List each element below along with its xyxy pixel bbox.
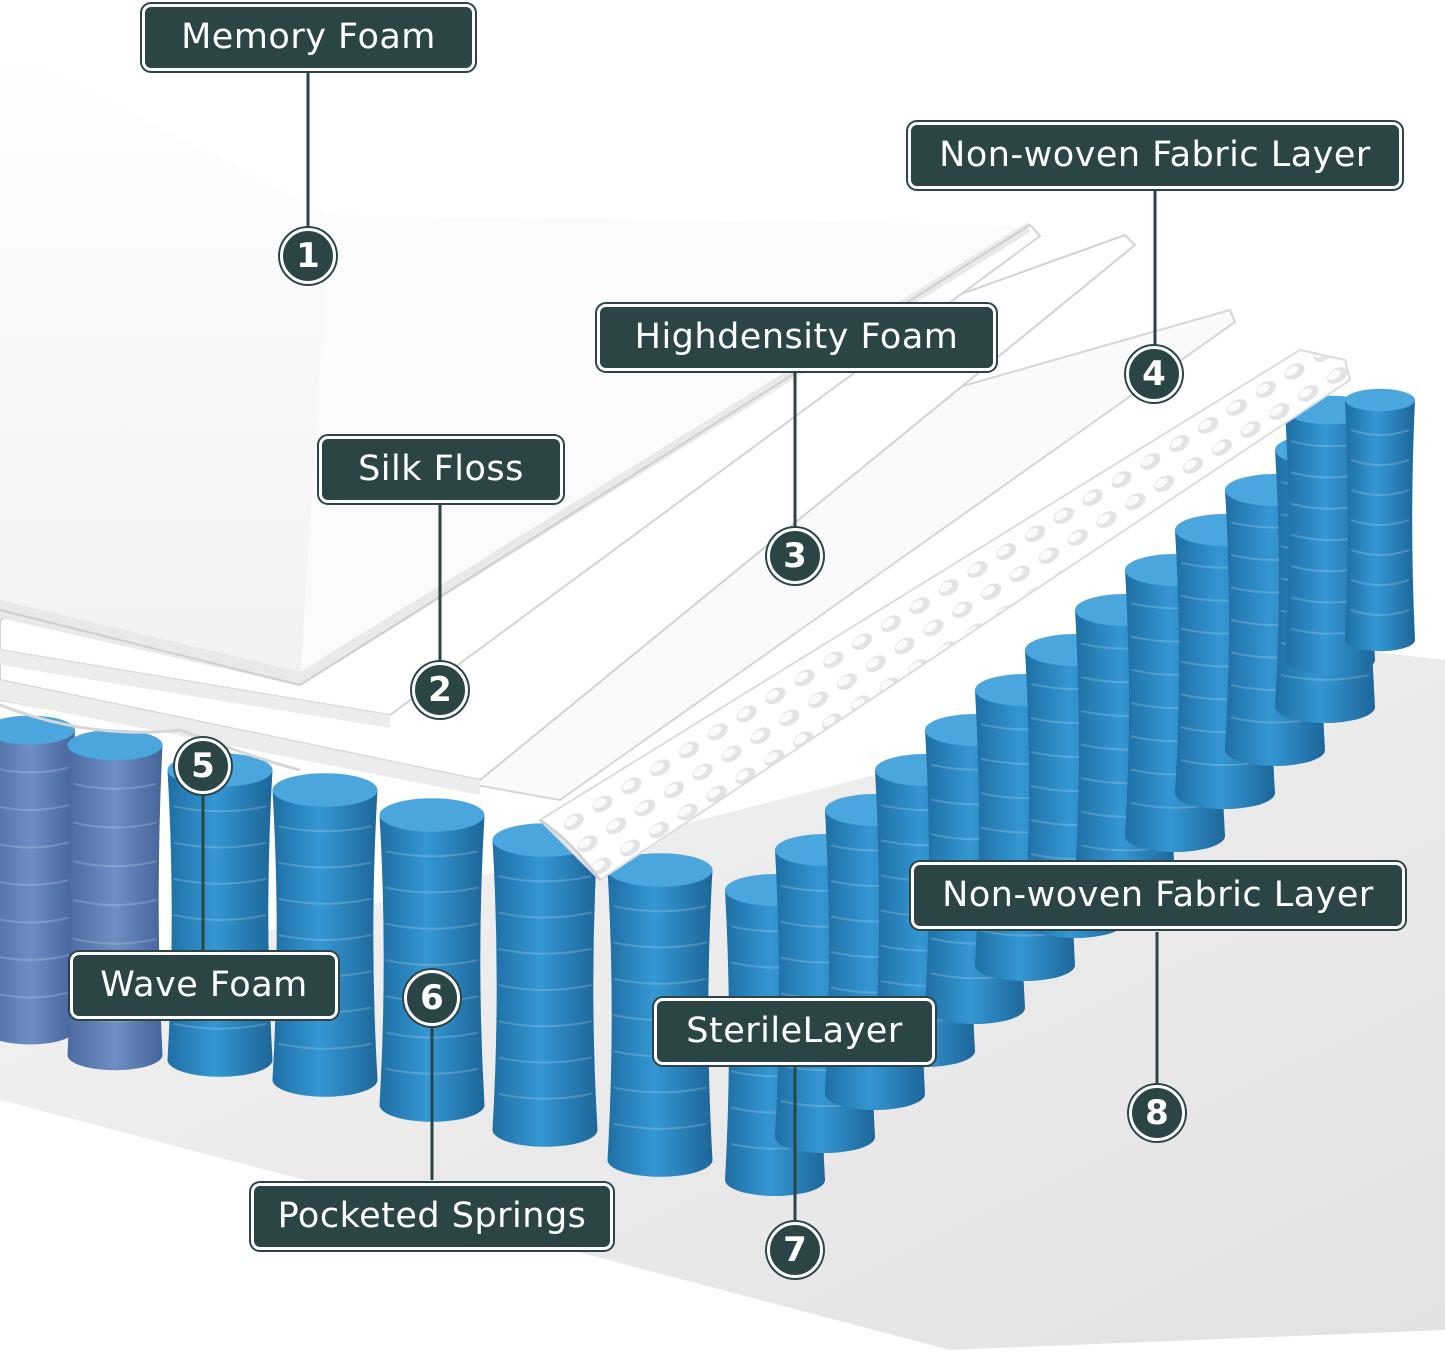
spring-front <box>492 823 598 1147</box>
label-memory-foam: Memory Foam <box>142 4 475 71</box>
spring-back <box>67 729 163 1071</box>
badge-5: 5 <box>175 738 231 794</box>
label-wave-foam: Wave Foam <box>70 952 338 1019</box>
dimpled-foam-layer <box>538 348 1352 882</box>
spring-front <box>272 773 378 1097</box>
label-highdensity-foam: Highdensity Foam <box>597 304 996 371</box>
badge-6: 6 <box>404 970 460 1026</box>
spring-front <box>167 753 273 1077</box>
label-text: Wave Foam <box>100 965 308 1005</box>
label-text: Silk Floss <box>358 449 524 489</box>
label-non-woven-fabric-top: Non-woven Fabric Layer <box>908 122 1402 189</box>
leader-lines <box>201 72 1159 1225</box>
label-text: Pocketed Springs <box>277 1196 587 1236</box>
badge-7: 7 <box>767 1222 823 1278</box>
label-silk-floss: Silk Floss <box>319 436 563 503</box>
label-text: Non-woven Fabric Layer <box>939 135 1371 175</box>
label-text: Memory Foam <box>181 17 436 57</box>
badge-3: 3 <box>767 528 823 584</box>
label-text: Non-woven Fabric Layer <box>942 875 1374 915</box>
label-non-woven-fabric-bottom: Non-woven Fabric Layer <box>911 862 1405 929</box>
badge-4: 4 <box>1126 346 1182 402</box>
label-text: Highdensity Foam <box>634 317 959 357</box>
side-spring-rows <box>725 388 1415 1196</box>
label-sterile-layer: SterileLayer <box>654 998 935 1065</box>
badge-8: 8 <box>1129 1085 1185 1141</box>
spring-back <box>0 715 75 1045</box>
label-pocketed-springs: Pocketed Springs <box>251 1183 613 1250</box>
badge-1: 1 <box>280 228 336 284</box>
badge-2: 2 <box>412 662 468 718</box>
spring-side <box>1345 388 1415 652</box>
label-text: SterileLayer <box>686 1011 903 1051</box>
